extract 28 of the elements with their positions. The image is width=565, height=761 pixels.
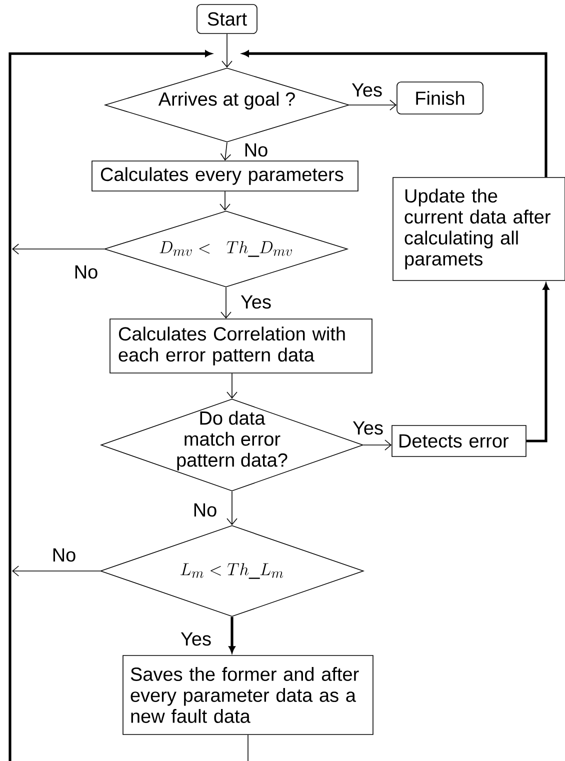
arrow bbox=[220, 142, 232, 161]
edge-label: No bbox=[242, 142, 270, 158]
arrow bbox=[242, 50, 548, 178]
arrow bbox=[12, 566, 100, 576]
edge-label: No bbox=[72, 264, 100, 280]
arrow bbox=[226, 491, 238, 526]
edge-label: Yes bbox=[350, 82, 384, 98]
arrow bbox=[228, 616, 236, 653]
arrow bbox=[222, 34, 232, 68]
edge-label: Yes bbox=[180, 631, 212, 647]
process-box: Calculates Correlation with each error pattern data bbox=[110, 318, 372, 374]
start-box: Start bbox=[196, 4, 258, 34]
arrow bbox=[526, 283, 550, 442]
note-box: Update the current data after calculating all paramets bbox=[392, 177, 565, 281]
process-box: Saves the former and after every parameter data as a new fault data bbox=[122, 655, 374, 735]
edge-label: No bbox=[50, 547, 78, 563]
arrow bbox=[8, 50, 212, 761]
arrow bbox=[220, 287, 232, 319]
process-box: Detects error bbox=[392, 425, 526, 457]
finish-box: Finish bbox=[396, 82, 484, 114]
arrow bbox=[363, 440, 392, 450]
arrow bbox=[226, 373, 238, 399]
edge-label: Yes bbox=[240, 294, 272, 310]
arrow bbox=[220, 191, 230, 211]
arrow bbox=[12, 244, 104, 254]
edge-label: No bbox=[192, 502, 218, 518]
process-box: Calculates every parameters bbox=[92, 160, 358, 192]
arrow bbox=[349, 100, 397, 110]
